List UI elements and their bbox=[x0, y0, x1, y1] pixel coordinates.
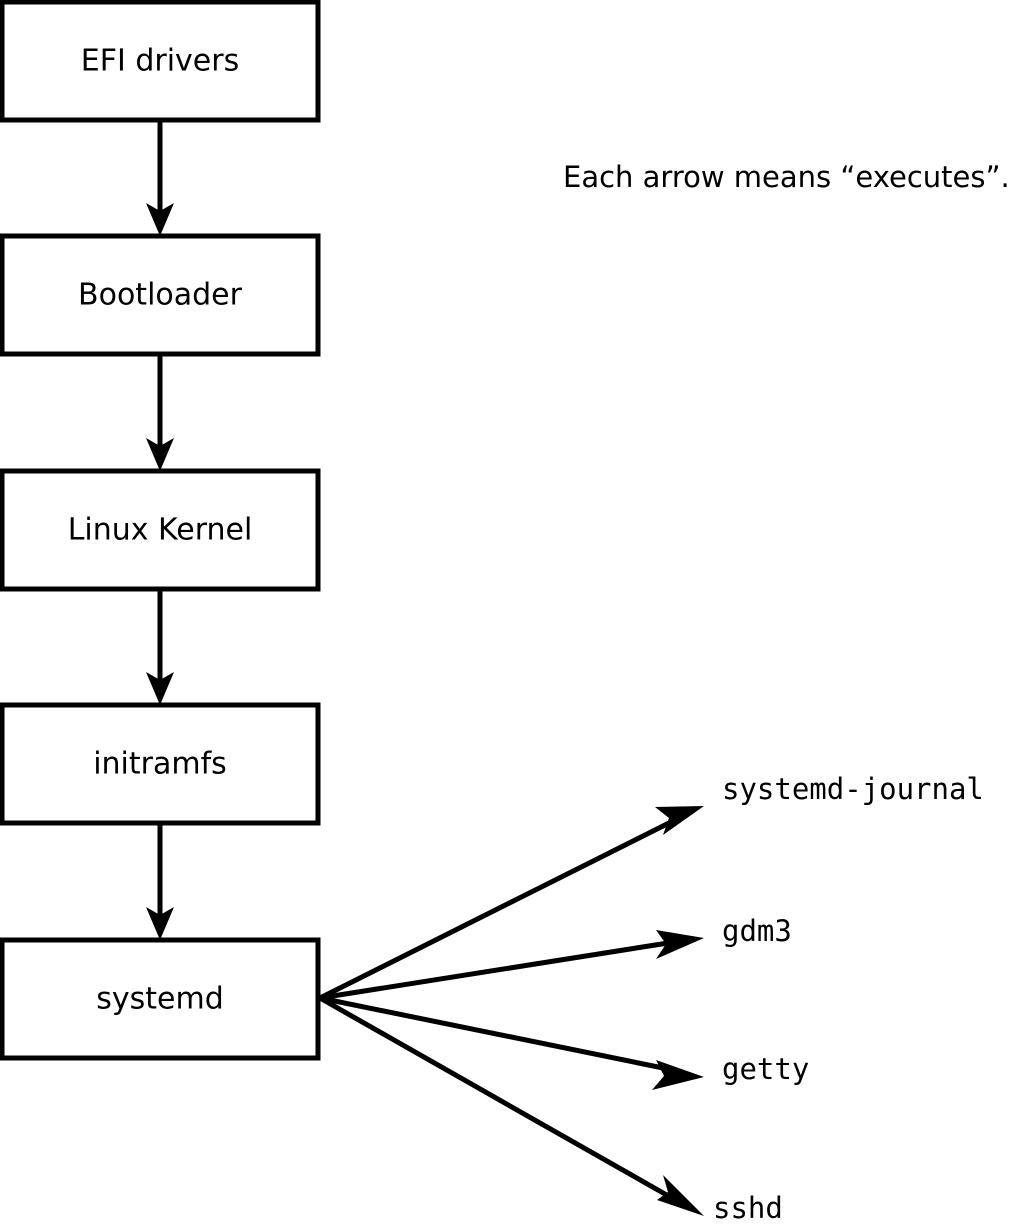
box-bootloader-label: Bootloader bbox=[78, 278, 243, 313]
service-label-gdm3: gdm3 bbox=[722, 914, 792, 948]
fan-arrow-systemd-journal bbox=[318, 806, 704, 1001]
service-label-getty: getty bbox=[722, 1052, 809, 1086]
box-initramfs-label: initramfs bbox=[93, 747, 227, 782]
box-linux-kernel[interactable]: Linux Kernel bbox=[0, 468, 321, 592]
box-systemd[interactable]: systemd bbox=[0, 937, 321, 1061]
fan-arrow-shaft bbox=[318, 819, 673, 1001]
box-systemd-rect[interactable] bbox=[0, 937, 321, 1061]
fan-arrow-head-icon bbox=[656, 930, 704, 959]
chain-arrow-efi-to-bootloader bbox=[146, 120, 174, 236]
box-bootloader-rect[interactable] bbox=[0, 233, 321, 357]
chain-arrow-head-icon bbox=[146, 907, 174, 940]
fan-arrow-sshd bbox=[318, 995, 704, 1216]
box-efi-drivers[interactable]: EFI drivers bbox=[0, 0, 321, 123]
fan-arrow-gdm3 bbox=[319, 930, 704, 1001]
chain-arrow-bootloader-to-kernel bbox=[146, 354, 174, 471]
legend-caption: Each arrow means “executes”. bbox=[563, 160, 1010, 194]
fan-arrow-head-icon bbox=[652, 1060, 704, 1090]
fan-arrow-head-icon bbox=[657, 1175, 704, 1216]
box-systemd-label: systemd bbox=[96, 982, 224, 1017]
box-efi-drivers-label: EFI drivers bbox=[81, 44, 239, 79]
chain-arrow-head-icon bbox=[146, 438, 174, 471]
chain-arrow-head-icon bbox=[146, 203, 174, 236]
fan-arrow-shaft bbox=[319, 940, 669, 1001]
fan-arrow-getty bbox=[319, 995, 704, 1090]
fan-arrow-head-icon bbox=[655, 806, 704, 835]
box-linux-kernel-rect[interactable] bbox=[0, 468, 321, 592]
box-linux-kernel-label: Linux Kernel bbox=[68, 513, 253, 548]
service-label-systemd-journal: systemd-journal bbox=[722, 772, 984, 806]
chain-arrow-initramfs-to-systemd bbox=[146, 823, 174, 940]
box-initramfs[interactable]: initramfs bbox=[0, 702, 321, 826]
chain-arrow-head-icon bbox=[146, 672, 174, 705]
box-efi-drivers-rect[interactable] bbox=[0, 0, 321, 123]
fan-arrow-shaft bbox=[318, 995, 674, 1201]
service-label-sshd: sshd bbox=[713, 1191, 783, 1225]
fan-arrow-shaft bbox=[319, 995, 669, 1072]
chain-arrow-kernel-to-initramfs bbox=[146, 589, 174, 705]
box-initramfs-rect[interactable] bbox=[0, 702, 321, 826]
box-bootloader[interactable]: Bootloader bbox=[0, 233, 321, 357]
